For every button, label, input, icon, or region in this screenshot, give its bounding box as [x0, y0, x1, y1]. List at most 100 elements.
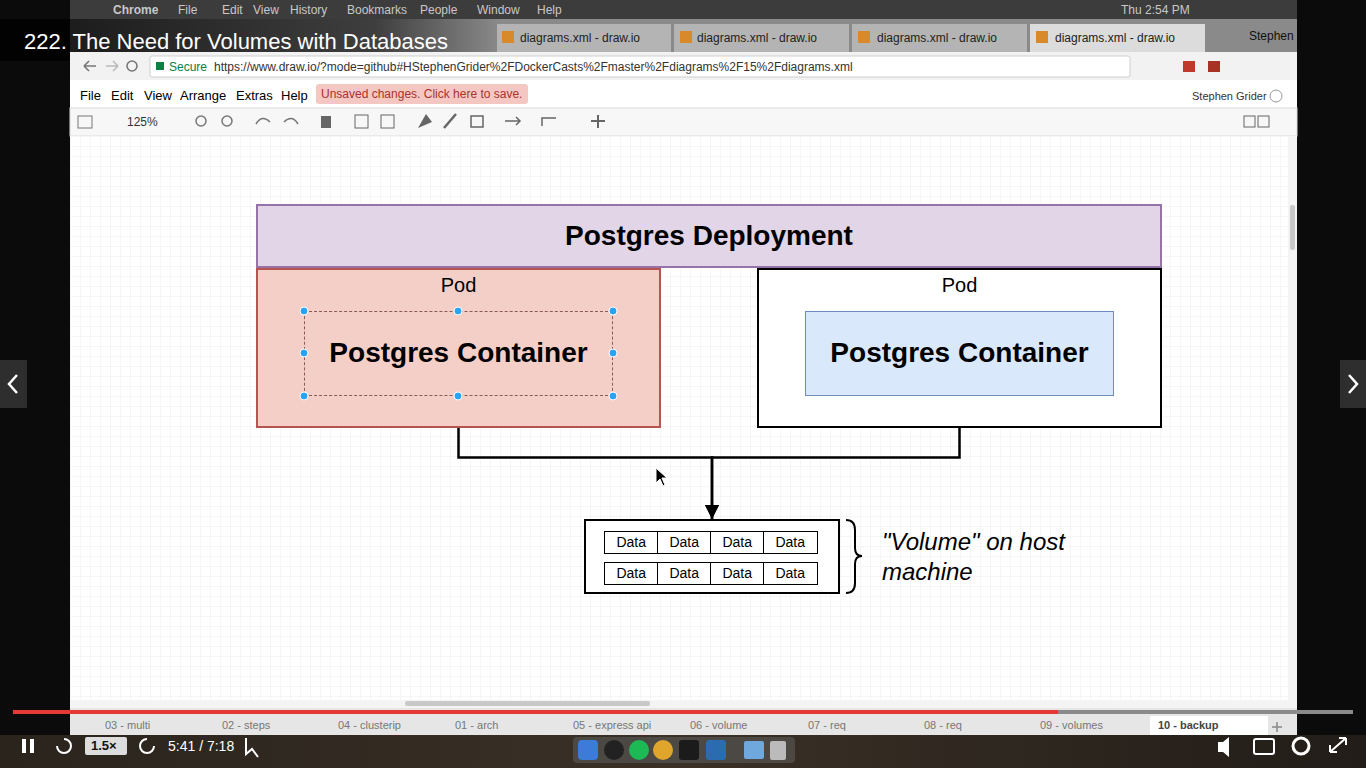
- browser-tab-active: [1030, 24, 1205, 52]
- line-color-icon: [444, 114, 456, 128]
- dock-icon: [770, 741, 786, 760]
- tab-icon: [1036, 31, 1048, 43]
- page-tab: 09 - volumes: [1040, 719, 1103, 732]
- container-box-label: Postgres Container: [830, 337, 1088, 369]
- secure-badge: Secure: [169, 60, 207, 74]
- pause-icon: [30, 739, 34, 753]
- page-tab-active: 10 - backup: [1158, 719, 1219, 732]
- vertical-scrollbar: [1288, 136, 1297, 700]
- menu-item: Bookmarks: [347, 3, 407, 17]
- fill-icon: [418, 114, 432, 128]
- dock-icon: [744, 741, 764, 759]
- page-tab: 01 - arch: [455, 719, 498, 732]
- shadow-icon: [471, 116, 483, 127]
- selection-handle: [300, 307, 308, 315]
- dock-icon: [679, 740, 699, 760]
- url-field: [150, 56, 1130, 77]
- pause-icon: [22, 739, 26, 753]
- bookmark-icon: [246, 738, 258, 757]
- delete-icon: [321, 116, 331, 128]
- page-tab: 03 - multi: [105, 719, 150, 732]
- menu-item: File: [178, 3, 197, 17]
- tab-title: diagrams.xml - draw.io: [1055, 31, 1175, 45]
- progress-track: [13, 710, 1353, 714]
- menu-item: People: [420, 3, 457, 17]
- page-tab: 08 - req: [924, 719, 962, 732]
- app-menu-item: Arrange: [180, 88, 226, 104]
- save-notice-text: Unsaved changes. Click here to save.: [321, 87, 522, 101]
- browser-tab: [674, 24, 849, 52]
- menu-item: View: [253, 3, 279, 17]
- dock: [573, 737, 795, 763]
- save-notice: [316, 84, 528, 104]
- volume-box-label: "Volume" on host machine: [882, 527, 1092, 587]
- data-cell: Data: [710, 562, 765, 585]
- menu-item: Edit: [222, 3, 243, 17]
- app-menu-item: File: [80, 88, 101, 104]
- dock-icon: [629, 740, 649, 760]
- pod-box-label: Pod: [759, 274, 1160, 297]
- zoom-out-icon: [222, 116, 232, 126]
- video-title: 222. The Need for Volumes with Databases: [24, 29, 448, 55]
- back-icon: [84, 61, 96, 71]
- selection-handle: [609, 307, 617, 315]
- tab-icon: [680, 31, 692, 43]
- insert-icon: [591, 115, 605, 128]
- pod-box-label: Pod: [258, 274, 659, 297]
- mouse-cursor: [656, 468, 667, 486]
- tab-icon: [502, 31, 514, 43]
- next-button: [1340, 360, 1366, 408]
- speed-button: [85, 737, 127, 755]
- data-cell-label: Data: [616, 565, 646, 581]
- front-icon: [355, 115, 368, 128]
- time-label: 5:41 / 7:18: [168, 738, 234, 755]
- redo-icon: [284, 118, 298, 124]
- data-cell-label: Data: [616, 534, 646, 550]
- tab-title: diagrams.xml - draw.io: [697, 31, 817, 45]
- menu-item: Help: [537, 3, 562, 17]
- pod-box: PodPostgres Container: [757, 268, 1162, 428]
- scroll-thumb: [1290, 205, 1295, 250]
- data-cell: Data: [604, 562, 659, 585]
- selection-handle: [454, 307, 462, 315]
- data-cell-label: Data: [722, 565, 752, 581]
- data-cell-label: Data: [775, 534, 805, 550]
- extension-icon: [1183, 61, 1195, 72]
- selection-handle: [609, 392, 617, 400]
- desk-background: [0, 735, 1366, 768]
- volume-box: "Volume" on host machineDataDataDataData…: [584, 519, 840, 594]
- data-cell: Data: [763, 531, 818, 554]
- data-cell-label: Data: [669, 565, 699, 581]
- data-cell-label: Data: [775, 565, 805, 581]
- page-tab: 04 - clusterip: [338, 719, 401, 732]
- zoom-in-icon: [196, 116, 206, 126]
- profile-name: Stephen: [1249, 29, 1294, 43]
- extension-icon: [1208, 61, 1220, 72]
- container-box: Postgres Container: [805, 311, 1114, 396]
- container-box: Postgres Container: [304, 311, 613, 396]
- globe-icon: [1270, 90, 1282, 102]
- fullscreen-icon: [1330, 738, 1346, 752]
- next-chevron: [1349, 375, 1357, 393]
- selection-handle: [300, 392, 308, 400]
- deployment-band-label: Postgres Deployment: [565, 220, 853, 252]
- app-menu-item: Edit: [111, 88, 133, 104]
- waypoint-icon: [542, 118, 556, 126]
- connection-icon: [505, 117, 520, 125]
- rewind-icon: [57, 739, 71, 753]
- tab-title: diagrams.xml - draw.io: [877, 31, 997, 45]
- data-cell: Data: [657, 562, 712, 585]
- address-bar: [70, 52, 1297, 80]
- horizontal-scrollbar: [70, 700, 1297, 708]
- toolbar-icon: [78, 116, 92, 128]
- menu-item: Window: [477, 3, 520, 17]
- page-tab: 06 - volume: [690, 719, 747, 732]
- canvas-grid: [70, 136, 1288, 700]
- page-tab: 05 - express api: [573, 719, 651, 732]
- app-menu-item: View: [144, 88, 172, 104]
- data-cell: Data: [763, 562, 818, 585]
- page-tab: 07 - req: [808, 719, 846, 732]
- browser-tab: [852, 24, 1027, 52]
- data-cell: Data: [604, 531, 659, 554]
